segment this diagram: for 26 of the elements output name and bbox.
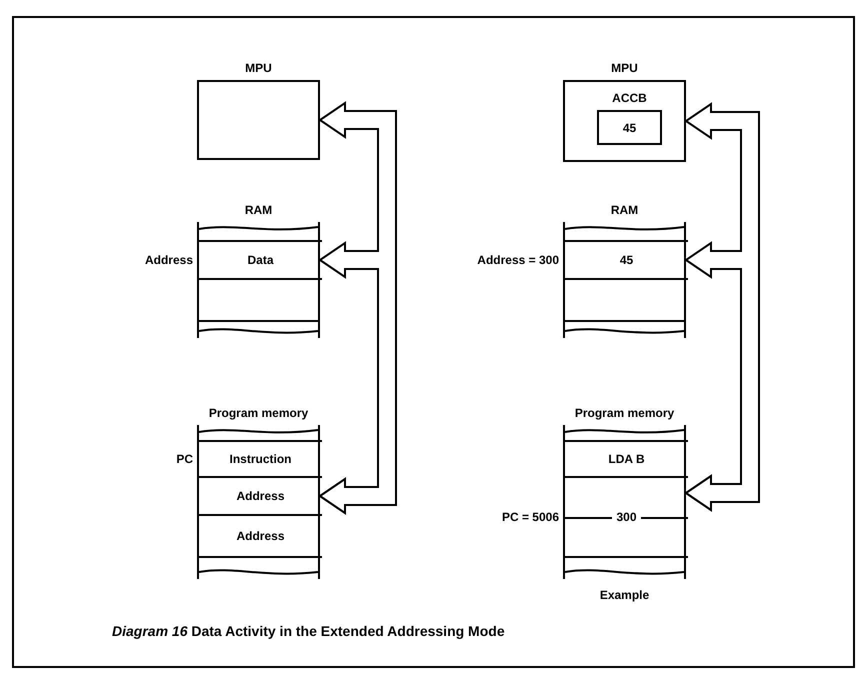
processor-box (563, 80, 686, 162)
memory-cell (199, 240, 322, 280)
cell-text: LDA B (608, 453, 645, 465)
cell-text: 45 (620, 254, 634, 266)
figure-caption: Diagram 16 Data Activity in the Extended Addressing Mode (112, 622, 505, 641)
cell-text: Address (236, 530, 285, 542)
side-label: PC (175, 453, 193, 465)
side-label: Address = 300 (476, 254, 559, 266)
side-label: Example (598, 589, 650, 601)
block-title: MPU (610, 62, 639, 74)
block-title: MPU (244, 62, 273, 74)
cell-text: 45 (622, 122, 636, 134)
side-label: PC = 5006 (500, 511, 559, 523)
memory-cell (565, 240, 688, 280)
block-title: Program memory (574, 407, 676, 419)
cell-text: 300 (612, 511, 641, 523)
cell-text: Instruction (230, 453, 292, 465)
register-box (597, 110, 662, 145)
cell-text: Data (247, 254, 274, 266)
side-label: Address (144, 254, 193, 266)
block-title: RAM (244, 204, 274, 216)
cell-text: Address (236, 490, 285, 502)
processor-box (197, 80, 320, 160)
block-title: Program memory (208, 407, 310, 419)
block-title: RAM (610, 204, 640, 216)
block-title: ACCB (611, 92, 648, 104)
